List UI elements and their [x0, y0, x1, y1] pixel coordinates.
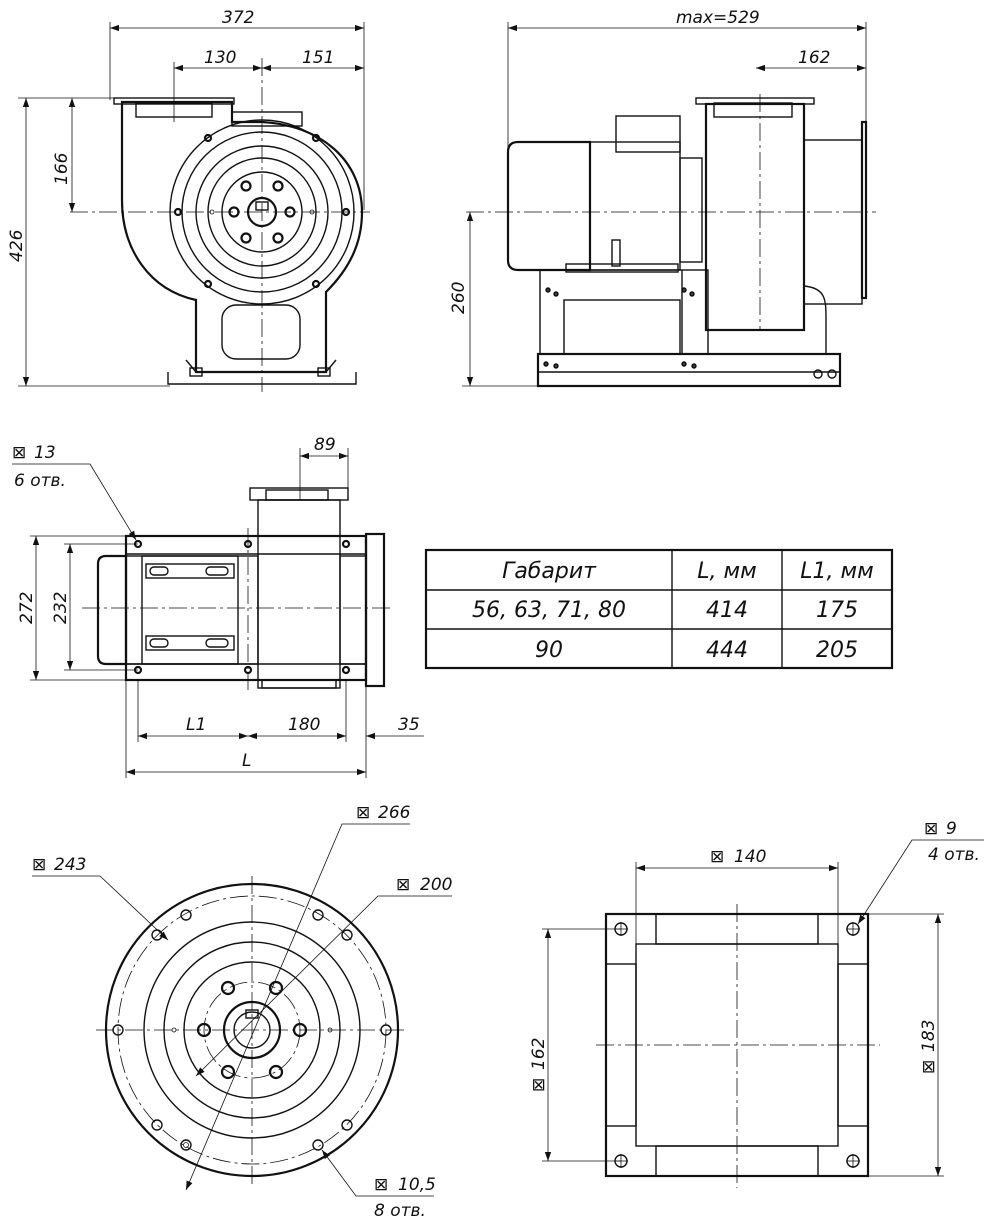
dim-hole-9: 9: [946, 819, 957, 839]
motor-body: [506, 140, 592, 272]
fan-housing-side: [704, 102, 806, 332]
dim-140: 140: [734, 847, 766, 867]
table-cell: 56, 63, 71, 80: [472, 598, 626, 623]
dim-272: 272: [17, 592, 37, 624]
symbol-266: ⊠: [356, 803, 370, 823]
symbol-9: ⊠: [924, 819, 938, 839]
dim-266: 266: [378, 803, 411, 823]
dim-232: 232: [51, 592, 71, 624]
dim-L: L: [242, 751, 251, 771]
table-header-L: L, мм: [697, 559, 756, 584]
dim-89: 89: [314, 435, 336, 455]
symbol-162: ⊠: [529, 1078, 549, 1092]
table-cell: 90: [535, 638, 563, 663]
terminal-box: [615, 115, 681, 153]
symbol-10-5: ⊠: [374, 1175, 388, 1195]
symbol-200: ⊠: [396, 875, 410, 895]
dim-183: 183: [919, 1020, 939, 1052]
dim-166: 166: [52, 152, 72, 185]
table-cell: 205: [816, 638, 858, 663]
dim-hole-13: 13: [34, 443, 56, 463]
size-table: Габарит L, мм L1, мм 56, 63, 71, 80 414 …: [424, 548, 894, 670]
dim-180: 180: [288, 715, 320, 735]
dim-260: 260: [449, 282, 469, 314]
dim-162-side: 162: [798, 48, 830, 68]
symbol-140: ⊠: [710, 847, 724, 867]
dim-243: 243: [54, 855, 86, 875]
dim-L1: L1: [186, 715, 206, 735]
table-header-gabarit: Габарит: [502, 559, 597, 584]
dim-35: 35: [398, 715, 420, 735]
hole-count-4: 4 отв.: [928, 845, 980, 865]
front-view: 372 130 151 426 166: [7, 8, 370, 392]
hole-count-8: 8 отв.: [374, 1201, 426, 1221]
dim-200: 200: [420, 875, 452, 895]
base-plate: [536, 352, 842, 388]
symbol-243: ⊠: [32, 855, 46, 875]
top-view: ⊠ 13 6 отв. 89 272 232 L1 180 35 L: [12, 435, 424, 778]
dim-162: 162: [529, 1038, 549, 1070]
hole-count-6: 6 отв.: [14, 471, 66, 491]
symbol-183: ⊠: [919, 1060, 939, 1074]
dim-151: 151: [302, 48, 334, 68]
table-cell: 444: [706, 638, 748, 663]
table-cell: 414: [706, 598, 748, 623]
dim-130: 130: [204, 48, 236, 68]
inlet-flange-view: ⊠ 243 ⊠ 266 ⊠ 200 ⊠ 10,5 8 отв.: [32, 803, 452, 1221]
table-header-L1: L1, мм: [800, 559, 873, 584]
dim-372: 372: [222, 8, 254, 28]
hole-symbol-13: ⊠: [12, 443, 26, 463]
stand-window: [221, 304, 301, 360]
dim-426: 426: [7, 229, 27, 262]
dim-10-5: 10,5: [398, 1175, 436, 1195]
outlet-flange-view: ⊠ 140 ⊠ 162 ⊠ 183 ⊠ 9 4 отв.: [529, 819, 984, 1188]
dim-max-529: max=529: [676, 8, 760, 28]
side-view: max=529 162 260: [449, 8, 876, 388]
table-cell: 175: [816, 598, 858, 623]
